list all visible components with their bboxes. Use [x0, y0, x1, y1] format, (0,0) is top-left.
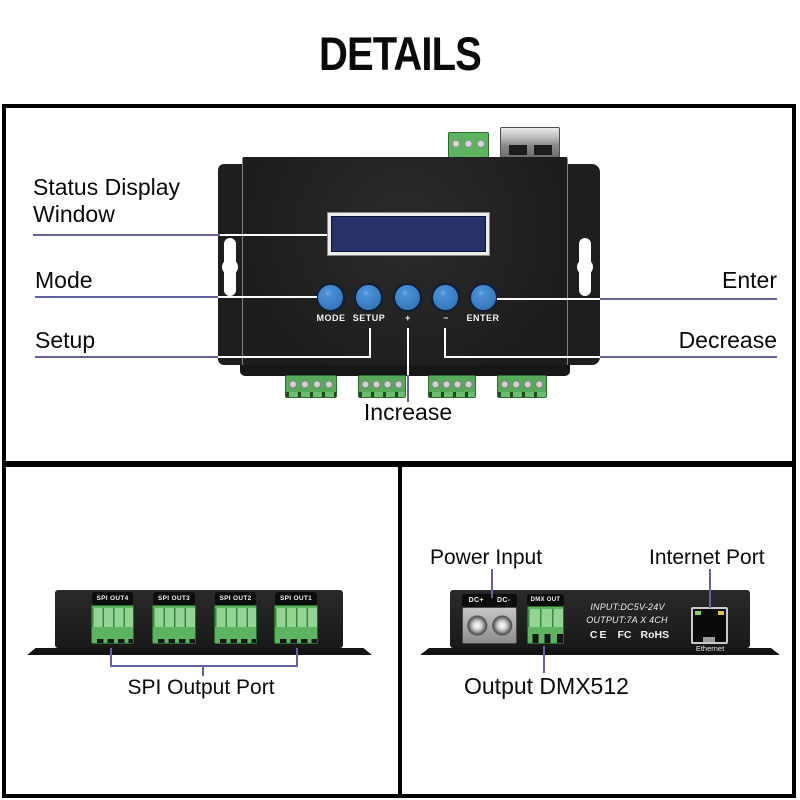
output-terminal-block-4	[497, 375, 547, 398]
decrease-label: Decrease	[678, 327, 777, 353]
setup-leader-line-on-device	[218, 356, 371, 358]
enter-button-caption: ENTER	[466, 313, 500, 323]
mode-button	[316, 283, 345, 312]
status-leader-line	[33, 234, 220, 236]
output-terminal-block-3	[428, 375, 476, 398]
spi-bracket-left-tick	[110, 648, 112, 667]
enter-leader-line	[600, 298, 777, 300]
spi-out2-port-label: SPI OUT2	[215, 592, 256, 605]
page-title: DETAILS	[318, 27, 482, 80]
status-display-label-line1: Status Display	[33, 174, 181, 200]
output-dmx512-label: Output DMX512	[464, 673, 629, 699]
fcc-mark: FC	[617, 629, 632, 641]
setup-leader-line	[35, 356, 218, 358]
setup-leader-line-vertical	[369, 328, 371, 358]
mode-label: Mode	[35, 267, 93, 293]
output-terminal-block-1	[285, 375, 337, 398]
dc-plus-label: DC+	[468, 597, 484, 604]
decrease-leader-line	[600, 356, 777, 358]
controller-front-body	[242, 157, 568, 366]
increase-button	[393, 283, 422, 312]
spi-bracket-center-tick	[202, 665, 204, 676]
decrease-button	[431, 283, 460, 312]
increase-label: Increase	[363, 399, 453, 425]
power-input-label: Power Input	[430, 546, 543, 569]
spi-bracket-line	[110, 665, 298, 667]
internet-port-label: Internet Port	[649, 546, 765, 569]
mounting-slot-right	[577, 238, 593, 296]
output-dmx-leader-line	[543, 646, 545, 673]
spi-bracket-right-tick	[296, 648, 298, 667]
ce-mark: CE	[589, 629, 609, 641]
dc-terminal-label: DC+ DC-	[462, 594, 517, 607]
lcd-screen	[331, 216, 486, 252]
enter-button	[469, 283, 498, 312]
setup-label: Setup	[35, 327, 96, 353]
spec-output-text: OUTPUT:7A X 4CH	[586, 615, 668, 625]
enter-label: Enter	[722, 267, 777, 293]
output-terminal-block-2	[358, 375, 406, 398]
mode-button-caption: MODE	[316, 313, 346, 323]
enter-leader-line-on-device	[497, 298, 600, 300]
ethernet-port-caption: Ethernet	[695, 644, 725, 653]
decrease-leader-line-on-device	[444, 356, 600, 358]
spi-out3-port-label: SPI OUT3	[153, 592, 195, 605]
setup-button-caption: SETUP	[352, 313, 386, 323]
status-display-label-line2: Window	[33, 201, 115, 227]
increase-leader-line	[407, 375, 409, 402]
increase-leader-line-on-device	[407, 328, 409, 375]
top-terminal-block	[448, 132, 489, 158]
dmx-out-connector	[527, 606, 564, 644]
top-usb-port	[500, 127, 560, 158]
power-input-terminal	[462, 607, 517, 644]
spi-output-port-label: SPI Output Port	[127, 676, 275, 699]
dmx-out-label: DMX OUT	[527, 594, 564, 606]
decrease-button-caption: −	[443, 313, 449, 323]
status-leader-line-on-device	[220, 234, 327, 236]
mounting-slot-left	[222, 238, 238, 296]
decrease-leader-line-vertical	[444, 328, 446, 358]
spi-out4-connector	[91, 605, 134, 644]
internet-port-leader-line	[709, 569, 711, 608]
rohs-mark: RoHS	[640, 629, 670, 641]
spi-out1-port-label: SPI OUT1	[275, 592, 317, 605]
controller-bottom-edge	[240, 365, 570, 376]
mode-leader-line-on-device	[218, 296, 317, 298]
controller-io-flange	[420, 648, 780, 655]
mode-leader-line	[35, 296, 218, 298]
certification-marks: CE FC RoHS	[577, 629, 682, 641]
controller-spi-flange	[27, 648, 372, 655]
increase-button-caption: +	[405, 313, 411, 323]
status-display-window	[327, 212, 490, 256]
dc-minus-label: DC-	[497, 597, 511, 604]
setup-button	[354, 283, 383, 312]
spi-out2-connector	[214, 605, 257, 644]
spec-input-text: INPUT:DC5V-24V	[590, 602, 665, 612]
spi-out1-connector	[274, 605, 318, 644]
power-input-leader-line	[491, 569, 493, 598]
spi-out4-port-label: SPI OUT4	[92, 592, 133, 605]
ethernet-port	[691, 607, 728, 644]
spi-out3-connector	[152, 605, 196, 644]
